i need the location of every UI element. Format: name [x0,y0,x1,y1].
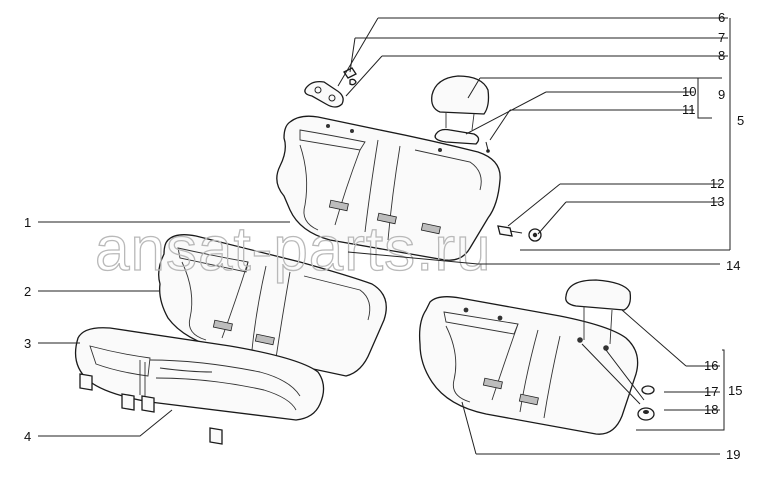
callout-8: 8 [718,48,725,63]
watermark: ansat-parts.ru [95,215,492,284]
callout-5: 5 [737,113,744,128]
callout-3: 3 [24,336,31,351]
callout-4: 4 [24,429,31,444]
hinge-bracket [304,67,357,108]
callout-6: 6 [718,10,725,25]
callout-18: 18 [704,402,718,417]
seat-cushion [74,327,325,421]
lower-backrest [158,234,387,377]
cushion-brackets [79,373,223,445]
callout-2: 2 [24,284,31,299]
callout-19: 19 [726,447,740,462]
callout-1: 1 [24,215,31,230]
callout-11: 11 [682,102,696,117]
callout-labels: 1 2 3 4 5 6 7 8 9 10 11 12 13 14 15 16 1… [24,10,744,462]
callout-13: 13 [710,194,724,209]
callout-12: 12 [710,176,724,191]
upper-backrest [276,115,501,261]
bolt [497,225,523,237]
side-backrest [418,296,639,435]
nut [528,228,542,242]
callout-16: 16 [704,358,718,373]
callout-15: 15 [728,383,742,398]
callout-9: 9 [718,87,725,102]
small-pin [485,141,490,153]
callout-17: 17 [704,384,718,399]
guide-sleeve [641,385,655,395]
callout-14: 14 [726,258,740,273]
callout-10: 10 [682,84,696,99]
bushing [637,407,655,421]
callout-7: 7 [718,30,725,45]
leader-lines [38,17,731,455]
upper-headrest [431,75,490,145]
side-headrest [565,279,632,345]
